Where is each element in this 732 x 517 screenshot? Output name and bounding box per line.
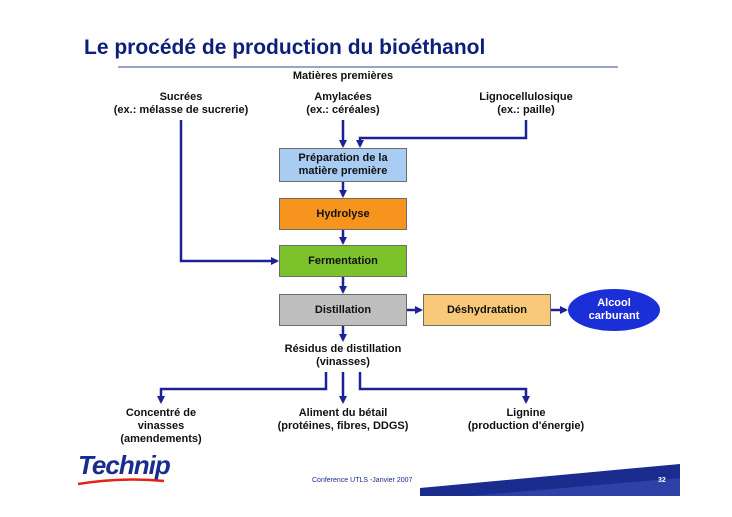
page-title: Le procédé de production du bioéthanol (84, 36, 486, 59)
alcool-line1: Alcool (597, 297, 631, 309)
concentre-line2: vinasses (137, 420, 185, 432)
raw-ligno-title: Lignocellulosique (479, 91, 573, 103)
arrow-ligno-to-preparation (356, 120, 528, 148)
step-fermentation: Fermentation (279, 245, 407, 277)
raw-sucrees: Sucrées (ex.: mélasse de sucrerie) (96, 91, 266, 117)
raw-sucrees-title: Sucrées (159, 91, 203, 103)
residus-line1: Résidus de distillation (284, 343, 402, 355)
raw-sucrees-example: (ex.: mélasse de sucrerie) (113, 104, 249, 116)
page-number: 32 (658, 477, 666, 484)
arrow-sucrees-to-fermentation (179, 120, 279, 265)
step-hydrolyse: Hydrolyse (279, 198, 407, 230)
concentre-line3: (amendements) (120, 433, 202, 445)
raw-amylacees-example: (ex.: céréales) (306, 104, 380, 116)
footer-band-light (470, 478, 680, 496)
raw-amylacees: Amylacées (ex.: céréales) (283, 91, 403, 117)
output-concentre-vinasses: Concentré de vinasses (amendements) (101, 407, 221, 446)
alcool-line2: carburant (588, 310, 640, 322)
raw-materials-header: Matières premières (292, 70, 394, 82)
residus-distillation: Résidus de distillation (vinasses) (263, 343, 423, 369)
step-deshydratation: Déshydratation (423, 294, 551, 326)
lignine-line1: Lignine (506, 407, 546, 419)
output-alcool-carburant: Alcool carburant (568, 289, 660, 331)
title-underline (118, 66, 618, 68)
step-preparation-line1: Préparation de la (298, 152, 388, 164)
raw-ligno-example: (ex.: paille) (497, 104, 555, 116)
lignine-line2: (production d'énergie) (467, 420, 585, 432)
residus-line2: (vinasses) (316, 356, 370, 368)
step-preparation-line2: matière première (298, 165, 388, 177)
raw-amylacees-title: Amylacées (314, 91, 372, 103)
aliment-line1: Aliment du bétail (298, 407, 388, 419)
step-preparation: Préparation de la matière première (279, 148, 407, 182)
step-distillation: Distillation (279, 294, 407, 326)
arrow-residus-to-lignine (358, 372, 530, 404)
logo-swoosh-icon (77, 478, 165, 486)
footer-conference: Conference UTLS -Janvier 2007 (312, 477, 413, 484)
raw-lignocellulosique: Lignocellulosique (ex.: paille) (458, 91, 594, 117)
output-aliment-betail: Aliment du bétail (protéines, fibres, DD… (258, 407, 428, 433)
technip-logo: Technip (78, 450, 171, 480)
output-lignine: Lignine (production d'énergie) (451, 407, 601, 433)
arrow-residus-to-concentre (157, 372, 328, 404)
concentre-line1: Concentré de (125, 407, 197, 419)
aliment-line2: (protéines, fibres, DDGS) (277, 420, 409, 432)
